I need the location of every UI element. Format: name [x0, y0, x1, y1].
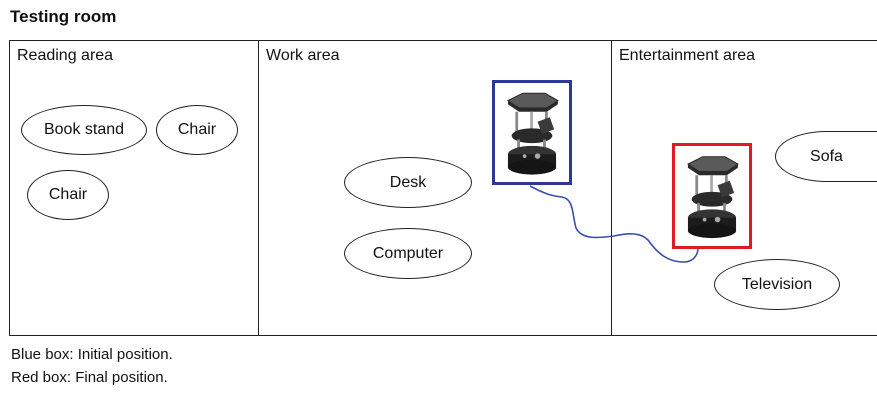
legend-initial-position: Blue box: Initial position.	[11, 346, 173, 363]
robot-icon	[687, 156, 739, 239]
chair-object-1: Chair	[156, 105, 238, 155]
work-area-label: Work area	[266, 47, 340, 64]
legend-final-position: Red box: Final position.	[11, 369, 168, 386]
robot-icon	[507, 92, 559, 175]
sofa-object: Sofa	[775, 131, 877, 182]
computer-object: Computer	[344, 228, 472, 279]
book-stand-object: Book stand	[21, 105, 147, 155]
television-object: Television	[714, 259, 840, 310]
reading-area-label: Reading area	[17, 47, 114, 64]
diagram-title: Testing room	[10, 7, 117, 26]
entertainment-area: Entertainment area	[611, 40, 877, 336]
robot-final-position	[672, 143, 752, 249]
chair-object-2: Chair	[27, 170, 109, 220]
entertainment-area-label: Entertainment area	[619, 47, 756, 64]
robot-initial-position	[492, 80, 572, 185]
desk-object: Desk	[344, 157, 472, 208]
